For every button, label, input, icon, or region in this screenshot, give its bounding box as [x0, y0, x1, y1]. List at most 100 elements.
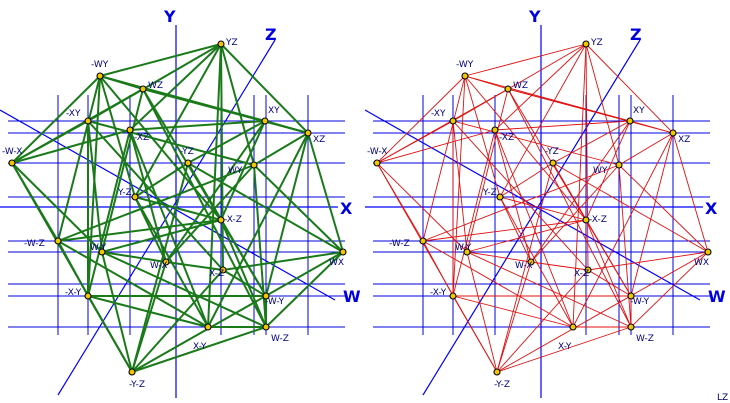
- left-edge: [99, 75, 136, 198]
- right-vertex: [669, 129, 677, 137]
- left-edge: [131, 162, 189, 373]
- left-panel-green: YZXWYZ-WYWZXYXZ-XY-XZ-W-XWXWY-YZY-Z-X-Z-…: [0, 7, 361, 398]
- left-edge: [87, 120, 255, 166]
- right-edge: [464, 43, 587, 77]
- right-vertex-label: W-X: [515, 261, 533, 271]
- left-vertex-label: W-Y: [90, 243, 107, 253]
- left-vertex: [262, 292, 270, 300]
- right-vertex-label: YZ: [590, 38, 603, 48]
- left-edge: [101, 219, 222, 253]
- right-edge: [494, 43, 587, 131]
- right-edge: [585, 43, 674, 134]
- left-vertex-label: XY: [268, 106, 280, 116]
- left-x-axis-label: X: [340, 199, 353, 218]
- right-vertex-label: -X-Y: [430, 288, 447, 298]
- left-vertex: [139, 85, 147, 93]
- left-edge: [131, 269, 224, 373]
- left-edge: [165, 164, 255, 263]
- right-edge: [630, 251, 709, 328]
- left-edge: [57, 219, 222, 242]
- right-vertex-label: -W-X: [367, 147, 387, 157]
- left-edge: [220, 120, 266, 221]
- right-edge: [376, 120, 454, 164]
- left-edge: [165, 261, 224, 271]
- left-edge: [57, 240, 209, 328]
- right-vertex: [373, 159, 381, 167]
- right-vertex-label: -WY: [456, 60, 474, 70]
- right-vertex: [527, 258, 535, 266]
- left-vertex-label: W-X: [150, 261, 168, 271]
- left-vertex-label: -XY: [66, 109, 81, 119]
- left-vertex: [304, 129, 312, 137]
- right-edge: [494, 120, 631, 131]
- left-edge: [187, 162, 267, 297]
- right-edge: [466, 88, 509, 253]
- right-edge: [466, 251, 498, 373]
- left-vertex-label: -W-Z: [24, 239, 45, 249]
- right-vertex-label: WX: [694, 258, 709, 268]
- right-w-axis: [364, 109, 701, 301]
- left-edge: [220, 43, 309, 134]
- left-vertex-label: W-Z: [271, 334, 289, 344]
- right-edge: [499, 196, 574, 328]
- left-vertex-label: -WY: [91, 60, 109, 70]
- left-edge: [307, 132, 344, 253]
- right-panel-red: YZXWYZ-WYWZXYXZ-XY-XZ-W-XWXWY-YZY-Z-X-Z-…: [364, 7, 726, 398]
- right-vertex-label: W-Z: [636, 334, 654, 344]
- right-edge: [552, 120, 631, 164]
- left-vertex: [250, 161, 258, 169]
- right-edge: [530, 261, 589, 271]
- left-vertex: [126, 126, 134, 134]
- left-vertex: [8, 159, 16, 167]
- left-vertex-label: X-Z: [209, 269, 224, 279]
- left-edge: [265, 132, 309, 297]
- left-vertex-label: -YZ: [180, 147, 194, 157]
- left-vertex: [128, 368, 136, 376]
- left-z-axis: [57, 39, 276, 396]
- left-vertex-label: -W-X: [2, 147, 22, 157]
- right-edge: [452, 129, 496, 297]
- right-vertex-label: W-Y: [455, 243, 472, 253]
- right-vertex: [549, 159, 557, 167]
- left-edge: [11, 75, 101, 164]
- left-edge: [57, 240, 89, 297]
- left-edge: [222, 269, 267, 297]
- left-y-axis-label: Y: [163, 7, 176, 26]
- right-z-axis-label: Z: [630, 25, 642, 44]
- left-vertex-label: -XZ: [134, 133, 149, 143]
- right-edge: [464, 75, 501, 198]
- right-edge: [452, 120, 620, 166]
- right-vertex-label: -W-Z: [389, 239, 410, 249]
- right-vertex-label: -W-Y: [630, 297, 650, 307]
- right-vertex-label: -XY: [431, 109, 446, 119]
- right-edge: [552, 162, 632, 297]
- left-edge: [57, 75, 101, 242]
- right-edge: [629, 120, 674, 134]
- right-vertex: [626, 117, 634, 125]
- right-vertex: [704, 248, 712, 256]
- right-vertex: [461, 72, 469, 80]
- left-vertex-label: X-Y: [193, 342, 207, 352]
- right-vertex-label: -X-Z: [589, 215, 607, 225]
- left-edge: [207, 43, 222, 328]
- left-edge: [265, 251, 344, 328]
- right-edge: [499, 43, 587, 198]
- left-edge: [101, 251, 167, 263]
- left-edge: [87, 295, 209, 328]
- left-edge: [134, 196, 222, 221]
- left-edge: [187, 120, 266, 164]
- left-vertex: [339, 248, 347, 256]
- left-vertex: [219, 266, 227, 274]
- left-edge: [11, 129, 131, 164]
- left-vertex: [98, 248, 106, 256]
- left-edge: [253, 164, 344, 253]
- left-vertex: [131, 193, 139, 201]
- right-vertex-label: -YZ: [545, 147, 559, 157]
- right-edge: [585, 43, 589, 271]
- left-vertex: [217, 40, 225, 48]
- right-edge: [466, 219, 587, 253]
- right-vertex: [491, 126, 499, 134]
- left-vertex: [84, 117, 92, 125]
- right-edge: [587, 269, 632, 297]
- right-edge: [585, 120, 631, 221]
